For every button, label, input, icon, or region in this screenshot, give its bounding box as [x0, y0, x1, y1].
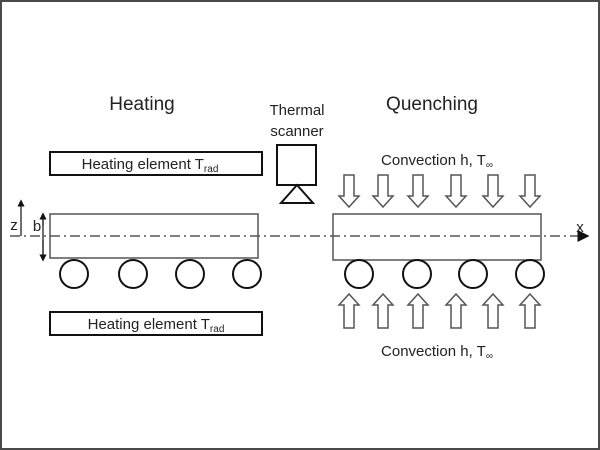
roller-icon — [118, 259, 148, 289]
x-axis-label: x — [576, 219, 584, 236]
arrow-down-icon — [337, 174, 361, 209]
arrow-up-icon — [481, 292, 505, 329]
convection-top-subscript: ∞ — [486, 160, 493, 171]
roller-icon — [402, 259, 432, 289]
svg-text:Heating element Trad: Heating element Trad — [88, 316, 225, 335]
roller-icon — [175, 259, 205, 289]
arrow-up-icon — [518, 292, 542, 329]
heating-element-bottom: Heating element Trad — [49, 311, 263, 336]
heating-element-top-label: Heating element T — [82, 156, 204, 173]
arrow-down-icon — [444, 174, 468, 209]
heating-title: Heating — [109, 94, 175, 115]
quenching-workpiece — [332, 213, 542, 261]
arrow-down-icon — [371, 174, 395, 209]
thickness-label: b — [33, 218, 41, 235]
arrow-down-icon — [518, 174, 542, 209]
convection-arrows-top — [337, 174, 542, 209]
convection-bottom-subscript: ∞ — [486, 351, 493, 362]
heating-element-top: Heating element Trad — [49, 151, 263, 176]
roller-icon — [515, 259, 545, 289]
roller-icon — [458, 259, 488, 289]
svg-text:Convection h, T∞: Convection h, T∞ — [381, 343, 493, 362]
svg-text:Heating element Trad: Heating element Trad — [82, 156, 219, 175]
arrow-up-icon — [337, 292, 361, 329]
heating-element-bottom-label: Heating element T — [88, 316, 210, 333]
svg-text:Convection h, T∞: Convection h, T∞ — [381, 152, 493, 171]
convection-arrows-bottom — [337, 292, 542, 329]
arrow-down-icon — [481, 174, 505, 209]
heating-element-bottom-subscript: rad — [210, 324, 224, 335]
quenching-title: Quenching — [386, 94, 478, 115]
roller-icon — [59, 259, 89, 289]
convection-bottom-label: Convection h, T — [381, 343, 486, 360]
arrow-down-icon — [406, 174, 430, 209]
scanner-label-line1: Thermal — [269, 102, 324, 119]
heating-rollers — [59, 259, 262, 289]
arrow-up-icon — [371, 292, 395, 329]
scanner-label-line2: scanner — [270, 123, 323, 140]
arrow-up-icon — [444, 292, 468, 329]
heating-element-top-subscript: rad — [204, 164, 218, 175]
quenching-rollers — [344, 259, 545, 289]
thermal-scanner-icon — [276, 144, 317, 204]
convection-top-label: Convection h, T — [381, 152, 486, 169]
roller-icon — [232, 259, 262, 289]
z-axis-label: z — [10, 217, 18, 234]
arrow-up-icon — [406, 292, 430, 329]
roller-icon — [344, 259, 374, 289]
